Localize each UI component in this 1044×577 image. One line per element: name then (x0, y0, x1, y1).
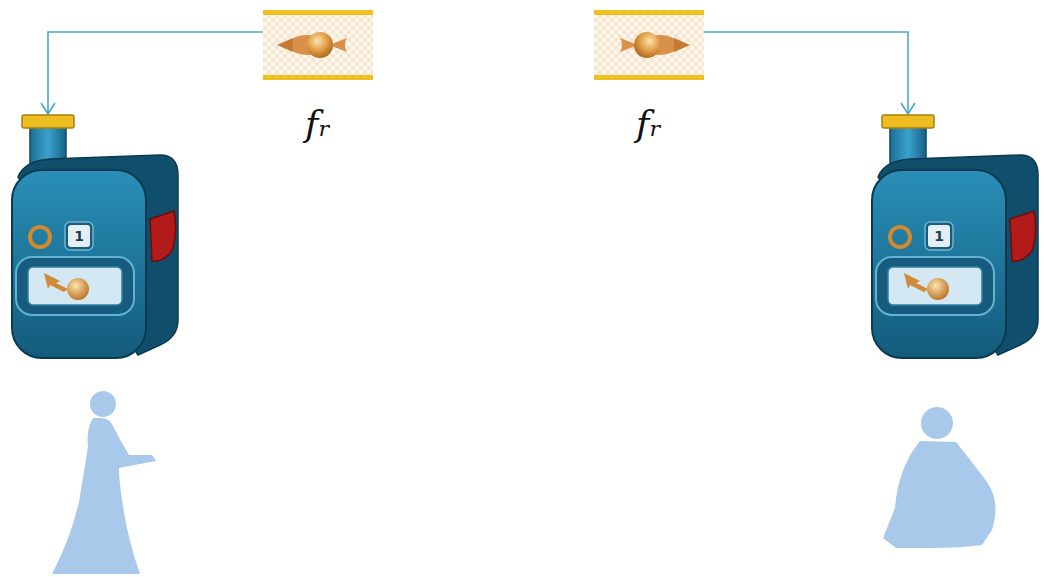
function-label: fᵣ (243, 102, 393, 146)
flow-arrow (704, 32, 915, 114)
function-card: fᵣ (594, 10, 704, 80)
connector-line (704, 32, 908, 114)
machine-icon (870, 115, 1040, 360)
person-silhouette (52, 391, 156, 574)
function-card: fᵣ (263, 10, 373, 80)
machine-box: 1 (870, 115, 1040, 360)
counter-number: 1 (928, 225, 950, 247)
machine-icon (10, 115, 180, 360)
machine-box: 1 (10, 115, 180, 360)
function-label: fᵣ (574, 102, 724, 146)
counter-number: 1 (68, 225, 90, 247)
arrow-head (901, 103, 915, 114)
sitting-person-silhouette (883, 407, 996, 548)
card-icon (263, 10, 373, 80)
connector-line (48, 32, 263, 114)
flow-arrow (41, 32, 263, 114)
arrow-head (41, 103, 55, 114)
card-icon (594, 10, 704, 80)
